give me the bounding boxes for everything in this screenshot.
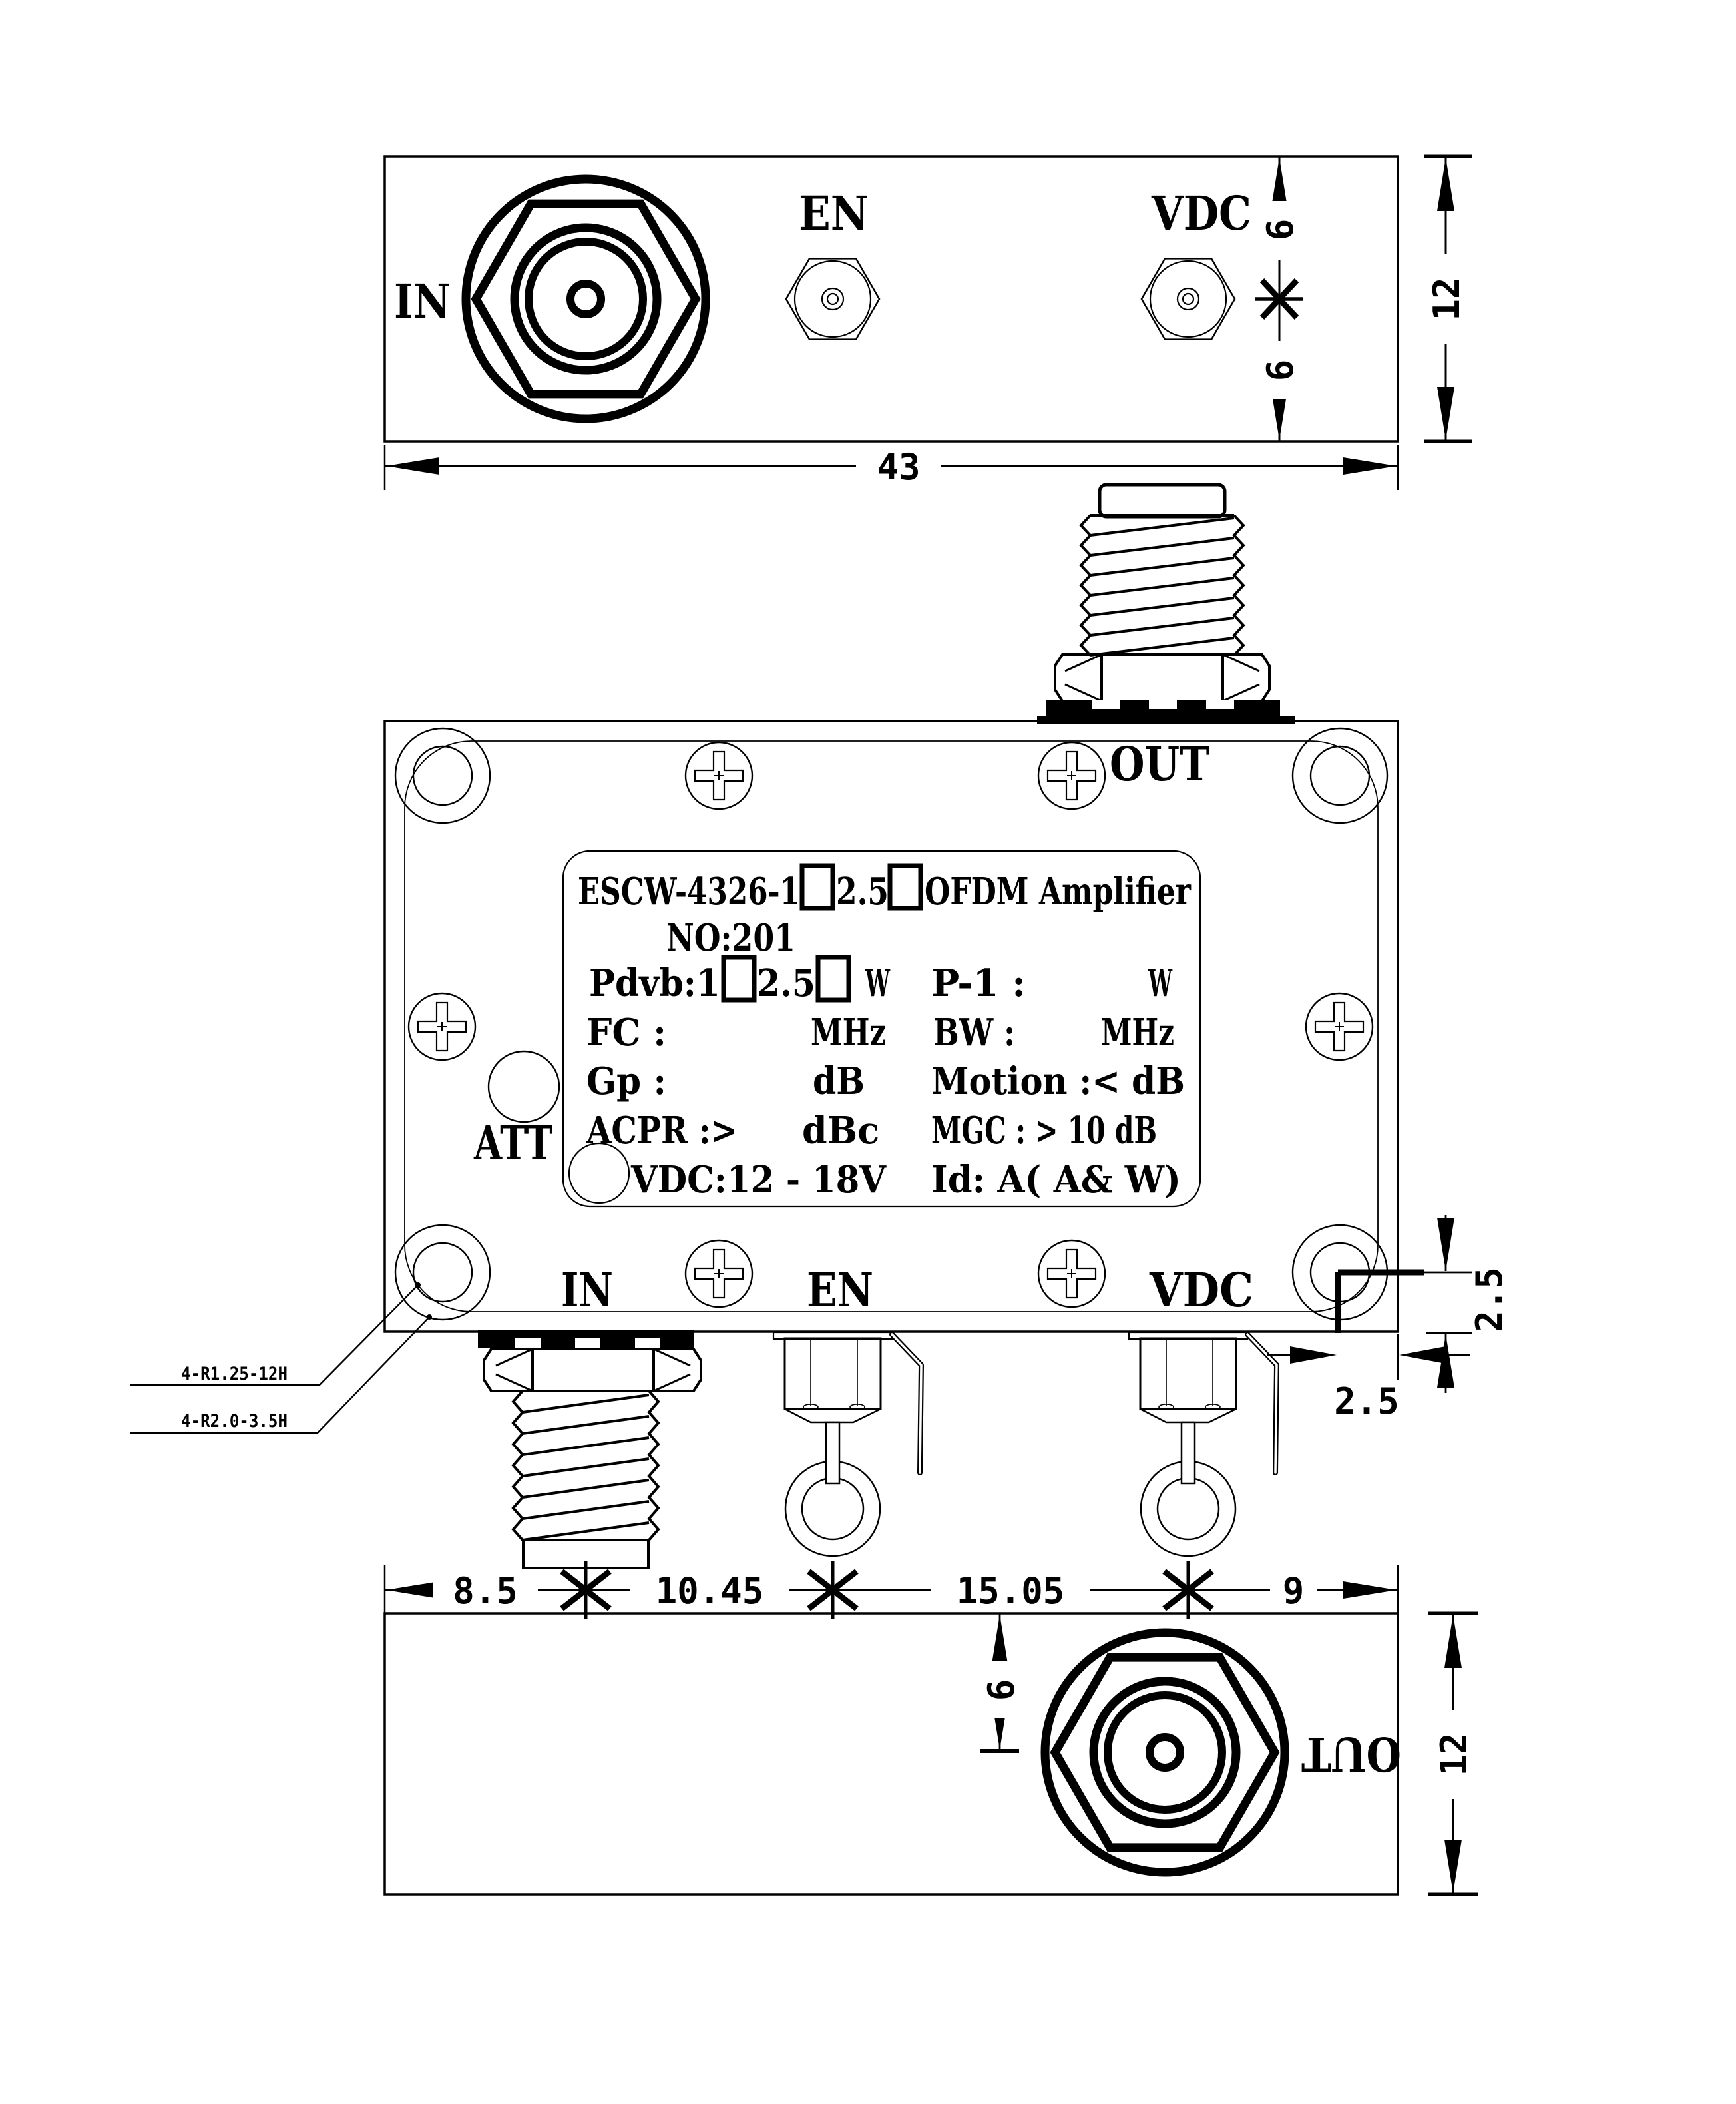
np-gp: Gp :: [586, 1059, 666, 1103]
dim-fortythree: 43: [383, 445, 1399, 490]
dim-corner-detail: 2.5 2.5: [1267, 1215, 1510, 1422]
screw-bottom-right: [1037, 1239, 1106, 1308]
nameplate-suffix: OFDM Amplifier: [925, 870, 1192, 914]
att-trimmer-hole: [487, 1050, 560, 1123]
chain-tick-in: [560, 1561, 612, 1619]
leader-tapped-label: 4-R1.25-12H: [181, 1364, 288, 1384]
dim-six-bottom: 6: [980, 1613, 1022, 1753]
top-view: IN EN VDC 6 6 12: [383, 154, 1472, 490]
np-mgc: MGC : > 10 dB: [931, 1109, 1157, 1153]
leader-callouts: 4-R1.25-12H 4-R2.0-3.5H: [130, 1282, 432, 1434]
leader-cbore-label: 4-R2.0-3.5H: [181, 1411, 288, 1432]
np-pdvb: Pdvb:1: [589, 961, 720, 1005]
nameplate-model: ESCW-4326-1: [578, 870, 800, 914]
dim-9: 9: [1283, 1570, 1305, 1612]
mount-hole-tl: [394, 727, 491, 824]
nameplate-serial: NO:201: [666, 916, 795, 960]
np-bw-mhz: MHz: [1101, 1011, 1174, 1055]
dim-height-12: 12: [1426, 277, 1468, 320]
dim-width-43: 43: [877, 446, 920, 488]
screw-mid-left: [407, 992, 477, 1061]
np-fc-mhz: MHz: [811, 1011, 886, 1055]
dim-twelve-bottom: 12: [1428, 1611, 1478, 1896]
screw-mid-right: [1305, 992, 1374, 1061]
np-pdvb-w: W: [865, 961, 890, 1005]
port-label-in: IN: [394, 274, 451, 329]
dim-six-six: 6 6: [1255, 156, 1303, 441]
screw-top-right: [1037, 741, 1106, 810]
checkbox-pdvb-1: [721, 955, 757, 1003]
front-label-in: IN: [561, 1262, 613, 1318]
checkbox-pdvb-25: [815, 955, 851, 1003]
bottom-view-outline: [383, 1612, 1399, 1896]
front-label-vdc: VDC: [1149, 1262, 1253, 1318]
dim-corner-vertical: 2.5: [1468, 1267, 1510, 1332]
dim-chain: 8.5 10.45 15.05 9: [383, 1561, 1399, 1619]
nameplate-border: [562, 850, 1201, 1208]
vdc-feedthrough: [1128, 1331, 1279, 1557]
port-label-out: OUT: [1110, 736, 1209, 792]
dim-six-bottom-text: 6: [980, 1679, 1022, 1701]
in-connector: [478, 1330, 702, 1569]
sma-connector-in-face: [466, 179, 706, 419]
en-pin-face: [785, 258, 881, 340]
np-vdc-circle: [568, 1142, 630, 1204]
screw-top-left: [684, 741, 754, 810]
dim-six-lower: 6: [1259, 360, 1301, 382]
np-p1-w: W: [1148, 961, 1172, 1005]
front-view: OUT ATT ESCW-4326-1 2.5 OFDM Amplifier N…: [130, 483, 1510, 1569]
np-vdc-range: VDC:12 - 18V: [630, 1158, 887, 1202]
checkbox-1w: [799, 863, 835, 911]
np-motion-db: dB: [1132, 1059, 1185, 1103]
np-gp-db: dB: [813, 1059, 865, 1103]
dim-six-upper: 6: [1259, 219, 1301, 241]
np-p1: P-1 :: [931, 961, 1026, 1005]
screw-bottom-left: [684, 1239, 754, 1308]
front-label-en: EN: [807, 1262, 873, 1318]
en-feedthrough: [772, 1331, 924, 1557]
np-pdvb-25: 2.5: [757, 961, 815, 1005]
np-id: Id: A( A& W): [931, 1158, 1181, 1202]
sma-connector-out-face: [1045, 1633, 1285, 1872]
dim-corner-horizontal: 2.5: [1334, 1380, 1399, 1422]
bottom-label-out: OUT: [1301, 1726, 1401, 1782]
np-acpr-dbc: dBc: [802, 1109, 879, 1153]
np-motion: Motion :<: [931, 1059, 1120, 1103]
np-bw: BW :: [933, 1011, 1015, 1055]
out-connector: [1037, 483, 1295, 724]
dim-8-5: 8.5: [453, 1570, 518, 1612]
nameplate: ESCW-4326-1 2.5 OFDM Amplifier NO:201 Pd…: [562, 850, 1201, 1208]
vdc-pin-face: [1140, 258, 1236, 340]
dim-15-05: 15.05: [957, 1570, 1065, 1612]
chain-tick-en: [807, 1561, 859, 1619]
port-label-vdc: VDC: [1151, 186, 1251, 241]
dim-twelve-bottom-text: 12: [1433, 1732, 1475, 1776]
checkbox-25w: [887, 863, 923, 911]
dim-twelve-top: 12: [1424, 154, 1472, 443]
port-label-en: EN: [799, 186, 869, 241]
nameplate-opt: 2.5: [836, 870, 889, 914]
bottom-view: OUT 6 12: [383, 1611, 1478, 1896]
chain-tick-vdc: [1162, 1561, 1214, 1619]
np-fc: FC :: [586, 1011, 666, 1055]
dim-10-45: 10.45: [656, 1570, 764, 1612]
front-inner-outline: [404, 740, 1379, 1312]
np-acpr: ACPR :>: [586, 1109, 738, 1153]
front-view-outline: [383, 720, 1399, 1333]
top-view-outline: [383, 155, 1399, 443]
mount-hole-tr: [1291, 727, 1389, 824]
att-label: ATT: [473, 1115, 552, 1171]
